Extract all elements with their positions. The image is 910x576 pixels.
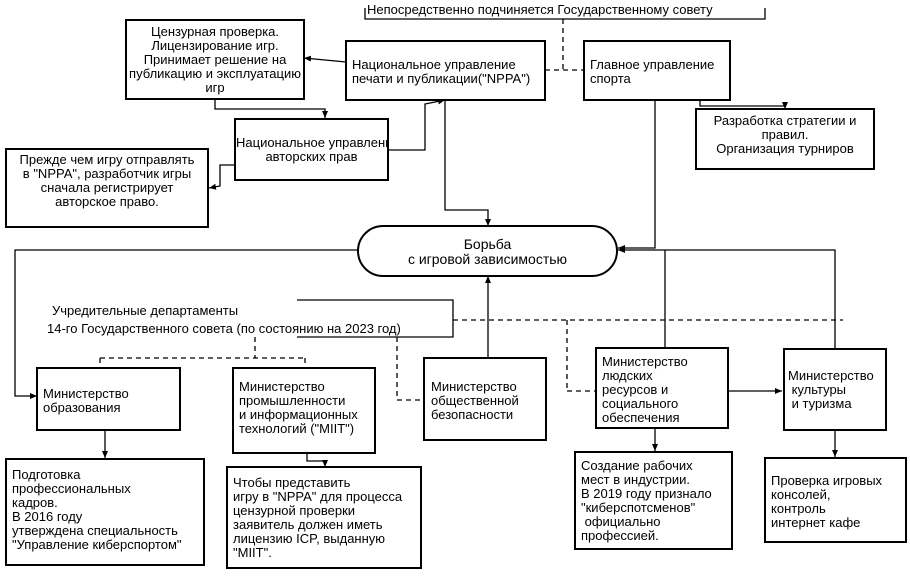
human-resources-note-box: Создание рабочих мест в индустрии. В 201… (574, 451, 733, 550)
human-resources-box: Министерство людских ресурсов и социальн… (595, 347, 729, 429)
arrow-center-education (14, 249, 358, 399)
copyright-note-box: Прежде чем игру отправлять в "NPPA", раз… (5, 148, 209, 228)
arrow-nppa-center (444, 100, 491, 226)
arrow-culture-center (618, 247, 836, 349)
public-security-box: Министерство общественной безопасности (423, 357, 547, 441)
miit-note-box: Чтобы представить игру в "NPPA" для проц… (226, 466, 422, 569)
nppa-box: Национальное управление печати и публика… (345, 40, 546, 101)
state-council-label: Непосредственно подчиняется Государствен… (367, 3, 713, 17)
sport-strategy-box: Разработка стратегии и правил. Организац… (695, 108, 875, 170)
arrow-nppa-censorship (303, 55, 347, 63)
copyright-box: Национальное управление авторских прав (234, 118, 389, 181)
arrow-sport-center (618, 100, 656, 251)
arrow-sport-strategy (699, 100, 788, 109)
sport-box: Главное управление спорта (583, 40, 731, 101)
education-box: Министерство образования (36, 367, 181, 431)
arrow-copyright-nppa (388, 98, 446, 151)
censorship-box: Цензурная проверка. Лицензирование игр. … (125, 19, 305, 100)
gaming-addiction-center: Борьба с игровой зависимостью (357, 225, 618, 277)
departments-label: Учредительные департаменты 14-го Государ… (47, 304, 401, 336)
culture-box: Министерство культуры и туризма (783, 348, 887, 431)
education-note-box: Подготовка профессиональных кадров. В 20… (5, 458, 205, 566)
arrow-censorship-copyright (214, 100, 328, 118)
culture-note-box: Проверка игровых консолей, контроль инте… (764, 457, 907, 543)
arrow-copyright-note (208, 164, 235, 190)
department-bracket-line (297, 299, 454, 338)
top-bracket-line (364, 8, 766, 20)
miit-box: Министерство промышленности и информацио… (232, 367, 376, 454)
arrow-miit-note (306, 453, 328, 467)
